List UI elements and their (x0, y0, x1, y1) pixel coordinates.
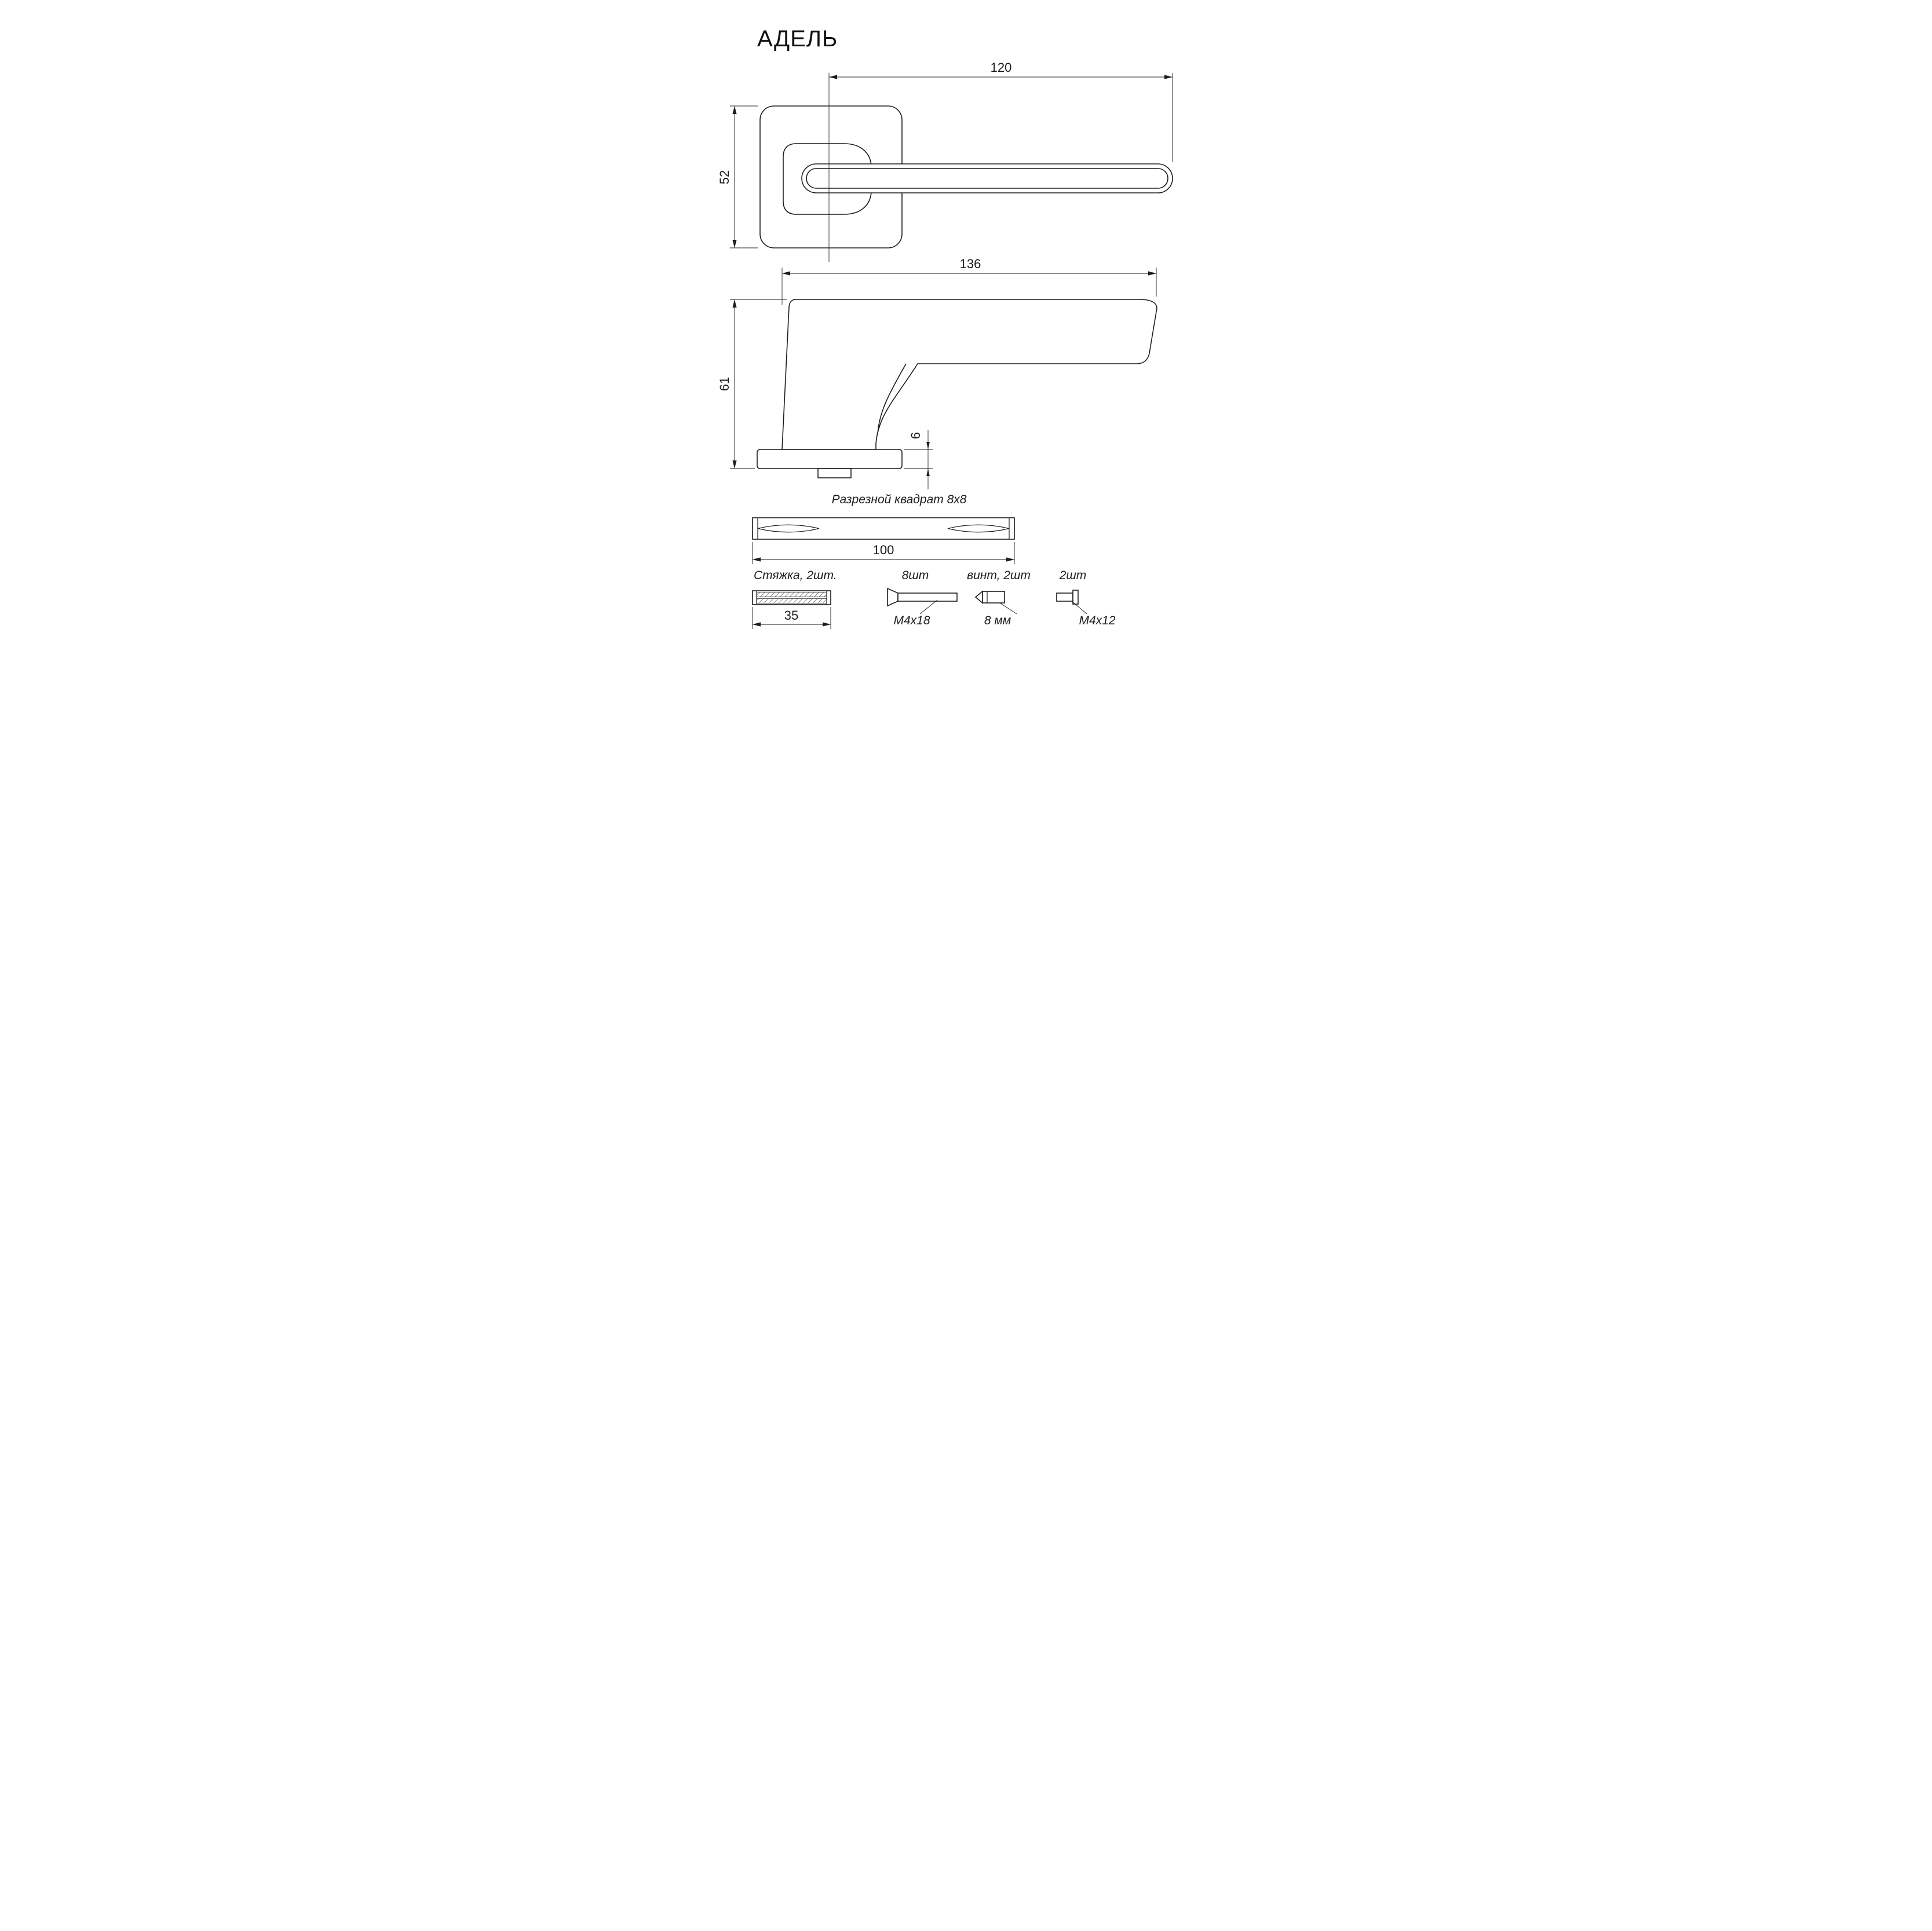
set-screw-spec-label: 8 мм (984, 614, 1010, 627)
set-screw-label: винт, 2шт (967, 569, 1031, 582)
neck-inner-curve (876, 363, 907, 434)
screw-spec-label: M4x18 (893, 614, 930, 627)
dim-61-text: 61 (717, 377, 732, 391)
lever-inner-contour (805, 168, 1168, 189)
tie-rod: Стяжка, 2шт. 35 (751, 569, 837, 629)
dim-120: 120 (828, 60, 1173, 162)
dim-35: 35 (752, 607, 831, 629)
spindle-slot-right (947, 524, 1009, 533)
drawing-page: АДЕЛЬ 120 52 (644, 0, 1288, 643)
spindle-boss (817, 468, 852, 478)
dim-100: 100 (752, 542, 1014, 564)
dim-136-text: 136 (959, 257, 981, 271)
nut-flange (1072, 590, 1079, 605)
nut-spec-label: M4x12 (1079, 614, 1115, 627)
tie-rod-hatch-top (756, 592, 827, 597)
base-plate (756, 449, 903, 469)
screw-shaft (897, 593, 958, 602)
leader-line (999, 602, 1017, 615)
arrow-down (926, 442, 930, 449)
screw-m4x18: 8шт M4x18 (886, 569, 958, 627)
top-view: 120 52 (717, 60, 1173, 262)
lever-outline (801, 163, 1173, 193)
screw-head (886, 587, 899, 607)
dim-52: 52 (717, 105, 758, 248)
arrow-up (926, 469, 930, 476)
spindle-bar (751, 517, 1015, 540)
dim-120-text: 120 (990, 60, 1011, 75)
dim-6: 6 (903, 430, 933, 489)
set-screw-body (981, 591, 1005, 604)
tie-rod-hatch-bottom (756, 598, 827, 604)
nut-body (1056, 593, 1073, 602)
drawing-title: АДЕЛЬ (757, 26, 838, 52)
spindle-label: Разрезной квадрат 8x8 (831, 493, 966, 506)
set-screw-point (974, 590, 983, 604)
set-screw: винт, 2шт 8 мм (967, 569, 1031, 627)
dim-6-text: 6 (908, 432, 923, 439)
tie-rod-label: Стяжка, 2шт. (754, 569, 837, 582)
leader-line (1071, 601, 1087, 615)
screw-qty-label: 8шт (901, 569, 929, 582)
leader-line (919, 599, 937, 615)
nut-qty-label: 2шт (1058, 569, 1086, 582)
dim-100-text: 100 (872, 543, 894, 557)
spindle-view: Разрезной квадрат 8x8 100 (751, 493, 1015, 564)
hardware-row: Стяжка, 2шт. 35 8шт M4x18 винт, 2шт (751, 569, 1115, 629)
technical-drawing: АДЕЛЬ 120 52 (717, 26, 1173, 629)
dim-35-text: 35 (784, 608, 798, 623)
dim-136: 136 (781, 257, 1156, 305)
handle-profile (781, 299, 1157, 450)
spindle-slot-left (757, 524, 819, 533)
dim-61: 61 (717, 299, 787, 469)
side-view: 136 61 6 (717, 257, 1157, 489)
dim-52-text: 52 (717, 170, 732, 184)
sleeve-nut-m4x12: 2шт M4x12 (1056, 569, 1115, 627)
